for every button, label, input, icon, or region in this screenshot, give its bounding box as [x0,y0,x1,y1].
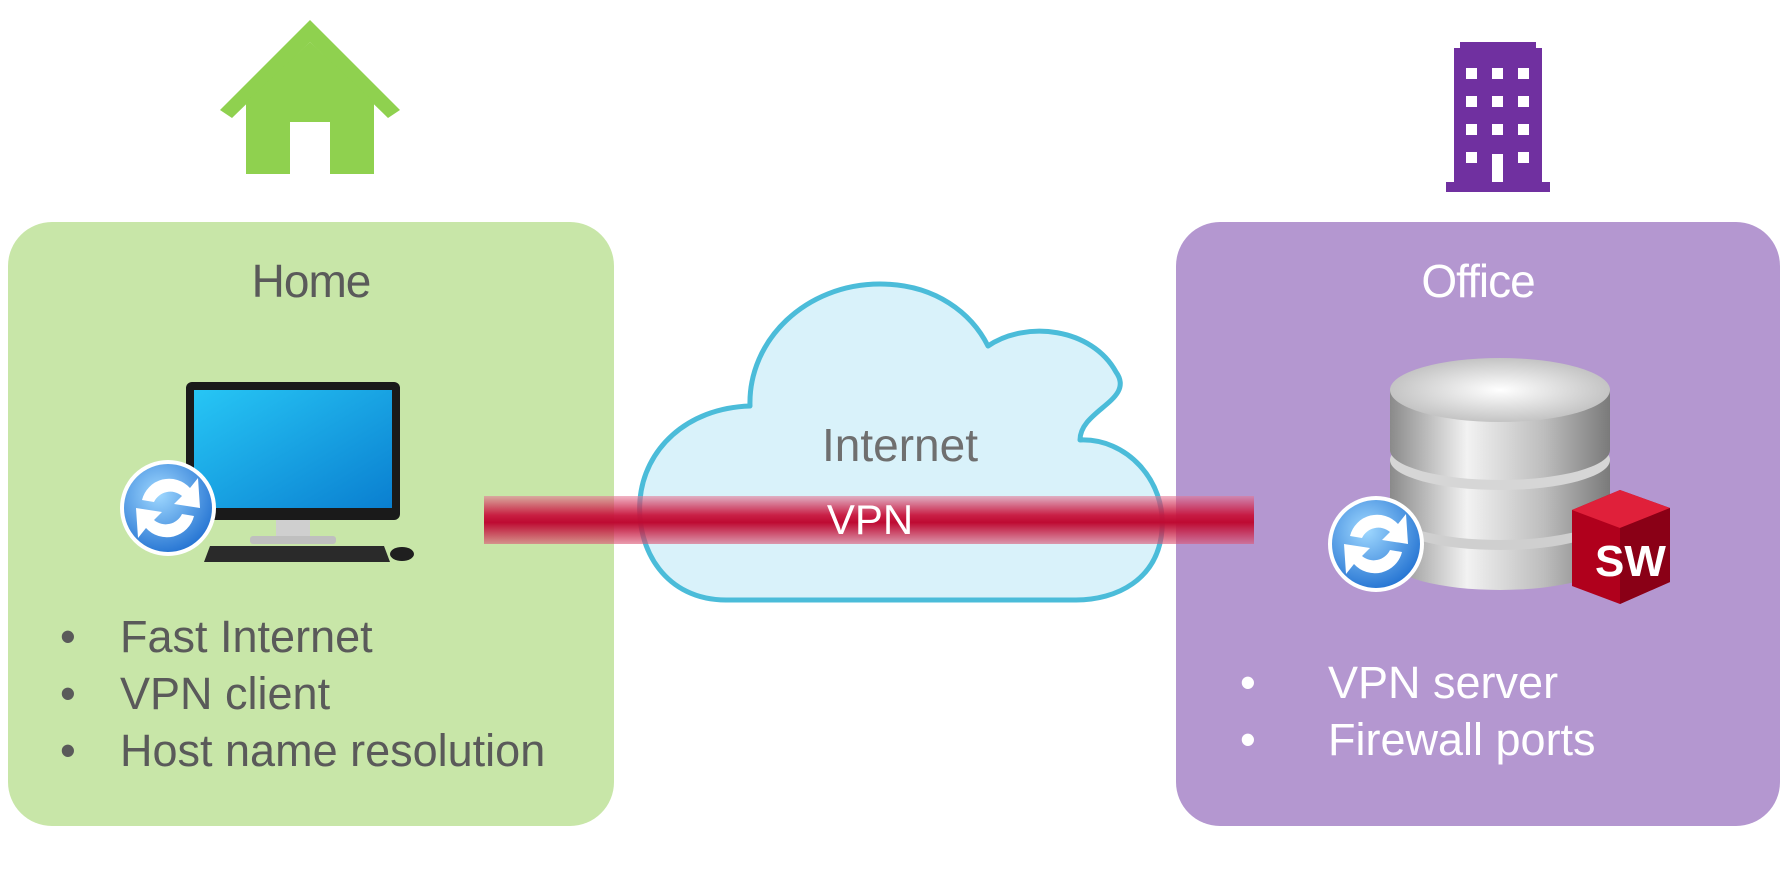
vpn-label: VPN [826,496,914,543]
computer-sync-icon [120,382,414,562]
sw-badge-text: SW [1595,537,1666,586]
list-item: •Fast Internet [60,611,373,662]
office-title: Office [1421,255,1535,307]
internet-label: Internet [822,419,978,471]
list-item: •Firewall ports [1240,714,1596,765]
solidworks-logo-icon: SW [1572,490,1670,604]
office-panel: Office •VPN server •Firewall ports [1176,222,1780,826]
vpn-tunnel [484,496,1254,544]
office-requirements-list: •VPN server •Firewall ports [1240,654,1596,768]
home-requirements-list: •Fast Internet •VPN client •Host name re… [20,608,545,779]
list-item: •VPN server [1240,657,1559,708]
home-title: Home [251,255,372,307]
list-item: •Host name resolution [60,725,546,776]
office-building-icon [1446,42,1550,192]
database-server-sync-icon: SW [1328,358,1670,604]
house-icon [220,20,400,174]
list-item: •VPN client [60,668,331,719]
